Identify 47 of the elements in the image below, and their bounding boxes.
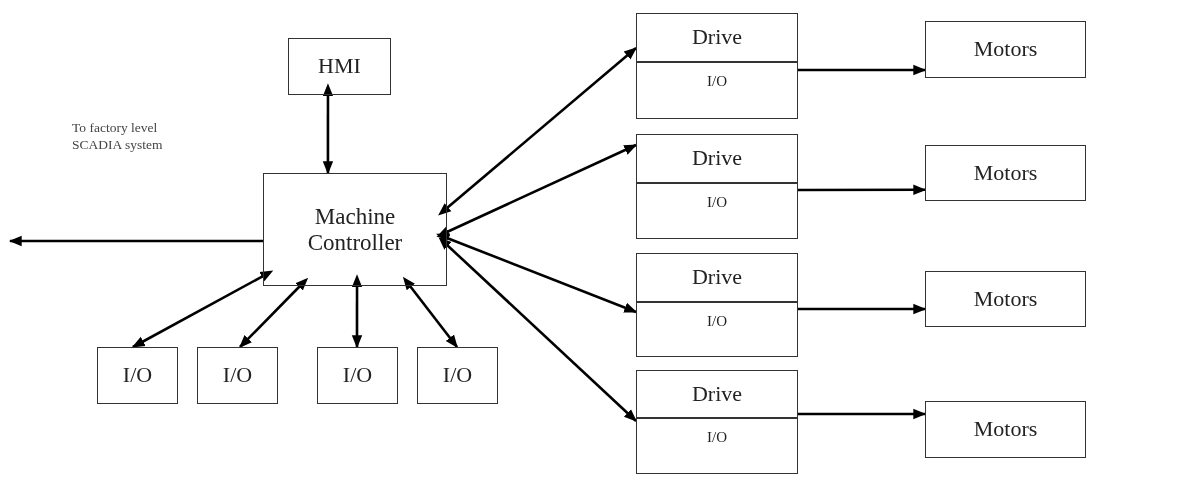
arrow (798, 184, 927, 195)
arrow (8, 235, 263, 247)
arrow (436, 233, 638, 314)
block-title: Drive (637, 371, 797, 419)
block-box (417, 347, 498, 404)
block-label: Motors (973, 417, 1038, 442)
arrow (798, 64, 927, 76)
block-label: Machine Controller (306, 204, 404, 255)
block-title: Drive (637, 14, 797, 63)
arrow (351, 274, 363, 349)
block-label: I/O (707, 194, 727, 211)
block-label: HMI (318, 54, 361, 79)
arrow (239, 277, 309, 348)
arrow (436, 143, 638, 237)
block-label: I/O (342, 363, 373, 388)
block-label: I/O (122, 363, 153, 388)
block-box (197, 347, 278, 404)
block-label: I/O (442, 363, 473, 388)
arrow (798, 303, 927, 315)
block-title: Drive (637, 135, 797, 184)
block-label: Motors (973, 160, 1038, 186)
arrow (798, 408, 927, 420)
drive-box (636, 13, 798, 119)
block-box (317, 347, 398, 404)
arrow (438, 47, 637, 216)
arrow (402, 276, 459, 349)
note-text: To factory level SCADIA system (72, 120, 164, 154)
block-label: Motors (973, 37, 1038, 62)
block-box (925, 21, 1086, 78)
block-label: I/O (707, 429, 727, 446)
arrow (322, 83, 334, 175)
arrow (438, 237, 637, 422)
block-label: I/O (707, 73, 727, 90)
block-box (925, 271, 1086, 327)
block-box (925, 401, 1086, 458)
drive-box (636, 134, 798, 239)
drive-box (636, 253, 798, 357)
arrow (131, 270, 274, 349)
block-box (288, 38, 391, 95)
block-box (97, 347, 178, 404)
block-box (263, 173, 447, 286)
block-label: I/O (707, 313, 727, 330)
block-title: Drive (637, 254, 797, 303)
block-label: I/O (222, 363, 253, 388)
block-box (925, 145, 1086, 201)
drive-box (636, 370, 798, 474)
block-label: Motors (973, 286, 1038, 312)
